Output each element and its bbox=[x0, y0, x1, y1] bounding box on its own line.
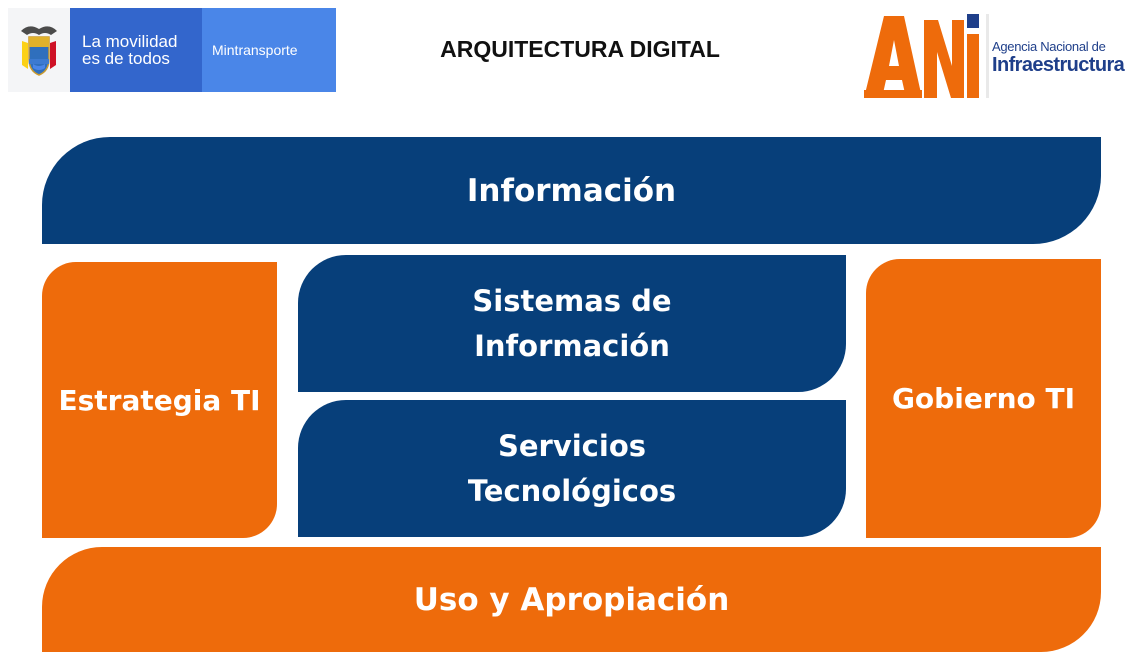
uso-y-apropiacion-label: Uso y Apropiación bbox=[413, 581, 730, 618]
gobierno-ti-block: Gobierno TI bbox=[866, 259, 1101, 538]
logo-divider bbox=[986, 14, 989, 98]
slogan-line-2: es de todos bbox=[82, 49, 170, 68]
ministry-name: Mintransporte bbox=[202, 8, 336, 92]
estrategia-ti-label: Estrategia TI bbox=[58, 383, 261, 417]
coat-of-arms-icon bbox=[8, 8, 70, 92]
ani-logo: Agencia Nacional de Infraestructura bbox=[862, 10, 1125, 100]
ani-logo-mark bbox=[864, 14, 979, 98]
government-slogan: La movilidad es de todos bbox=[70, 8, 202, 92]
sistemas-de-informacion-block: Sistemas de Información bbox=[298, 255, 846, 392]
page-title: ARQUITECTURA DIGITAL bbox=[440, 36, 720, 62]
estrategia-ti-block: Estrategia TI bbox=[42, 262, 277, 538]
slogan-line-1: La movilidad bbox=[82, 32, 178, 51]
servicios-tecnologicos-block: Servicios Tecnológicos bbox=[298, 400, 846, 537]
agency-name-line-1: Agencia Nacional de bbox=[992, 39, 1106, 54]
agency-name-line-2: Infraestructura bbox=[992, 54, 1125, 76]
informacion-block: Información bbox=[42, 137, 1101, 244]
servicios-tecnologicos-label: Servicios Tecnológicos bbox=[467, 428, 677, 508]
uso-y-apropiacion-block: Uso y Apropiación bbox=[42, 547, 1101, 652]
government-logo: La movilidad es de todos Mintransporte bbox=[8, 8, 336, 92]
agency-name: Agencia Nacional de Infraestructura bbox=[992, 39, 1125, 76]
ministry-label: Mintransporte bbox=[212, 42, 298, 58]
gobierno-ti-label: Gobierno TI bbox=[891, 382, 1076, 415]
sistemas-de-informacion-label: Sistemas de Información bbox=[472, 283, 672, 363]
informacion-label: Información bbox=[466, 172, 677, 209]
